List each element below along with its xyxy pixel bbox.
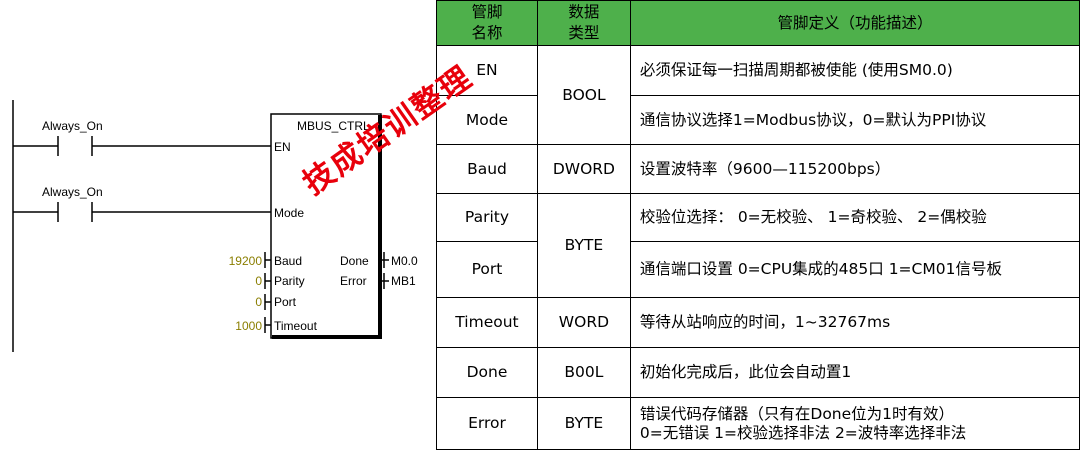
- table-row: Baud DWORD 设置波特率（9600—115200bps）: [436, 144, 1080, 194]
- pin-cell: Done: [436, 347, 538, 398]
- table-row: Error BYTE 错误代码存储器（只有在Done位为1时有效） 0=无错误 …: [436, 397, 1080, 450]
- port-value[interactable]: 0: [255, 295, 262, 309]
- table-row: Port 通信端口设置 0=CPU集成的485口 1=CM01信号板: [436, 241, 1080, 298]
- baud-value[interactable]: 19200: [229, 254, 263, 268]
- type-cell: BYTE: [536, 193, 631, 298]
- pin-definition-table: 管脚 名称 数据 类型 管脚定义（功能描述） EN BOOL 必须保证每一扫描周…: [436, 0, 1080, 450]
- pin-error: Error: [340, 274, 367, 288]
- pin-cell: Error: [436, 397, 538, 450]
- contact-label: Always_On: [42, 119, 103, 133]
- timeout-value[interactable]: 1000: [235, 319, 262, 333]
- table-row: Parity BYTE 校验位选择： 0=无校验、 1=奇校验、 2=偶校验: [436, 193, 1080, 298]
- pin-cell: Baud: [436, 144, 538, 194]
- pin-port: Port: [274, 295, 297, 309]
- done-output[interactable]: M0.0: [391, 254, 418, 268]
- type-cell: BOOL: [536, 45, 631, 145]
- contact-label: Always_On: [42, 185, 103, 199]
- table-row: Timeout WORD 等待从站响应的时间，1~32767ms: [436, 297, 1080, 348]
- pin-cell: Parity: [436, 193, 538, 242]
- header-description: 管脚定义（功能描述）: [629, 0, 1080, 46]
- type-cell: DWORD: [536, 144, 631, 194]
- pin-en: EN: [274, 140, 291, 154]
- ladder-diagram: Always_On Always_On MBUS_CTRL EN Mode Ba…: [12, 100, 418, 352]
- desc-cell: 校验位选择： 0=无校验、 1=奇校验、 2=偶校验: [629, 193, 1080, 242]
- pin-cell: Timeout: [436, 297, 538, 348]
- desc-cell: 等待从站响应的时间，1~32767ms: [629, 297, 1080, 348]
- pin-mode: Mode: [274, 206, 304, 220]
- mbus-ctrl-block[interactable]: MBUS_CTRL EN Mode Baud Parity Port Timeo…: [270, 113, 382, 339]
- table-row: Done B00L 初始化完成后，此位会自动置1: [436, 347, 1080, 398]
- header-pin-name: 管脚 名称: [436, 0, 538, 46]
- contact-always-on-1[interactable]: [13, 136, 271, 156]
- type-cell: WORD: [536, 297, 631, 348]
- parity-value[interactable]: 0: [255, 274, 262, 288]
- error-output[interactable]: MB1: [391, 274, 416, 288]
- table-row: Mode 通信协议选择1=Modbus协议，0=默认为PPI协议: [436, 95, 1080, 145]
- pin-done: Done: [340, 254, 369, 268]
- pin-cell: EN: [436, 45, 538, 96]
- desc-cell: 通信协议选择1=Modbus协议，0=默认为PPI协议: [629, 95, 1080, 145]
- type-cell: B00L: [536, 347, 631, 398]
- pin-cell: Port: [436, 241, 538, 298]
- desc-cell: 错误代码存储器（只有在Done位为1时有效） 0=无错误 1=校验选择非法 2=…: [629, 397, 1080, 450]
- type-cell: BYTE: [536, 397, 631, 450]
- header-data-type: 数据 类型: [536, 0, 631, 46]
- pin-cell: Mode: [436, 95, 538, 145]
- pin-baud: Baud: [274, 254, 302, 268]
- table-header-row: 管脚 名称 数据 类型 管脚定义（功能描述）: [436, 0, 1080, 46]
- block-title: MBUS_CTRL: [297, 119, 370, 133]
- pin-timeout: Timeout: [274, 319, 318, 333]
- table-row: EN BOOL 必须保证每一扫描周期都被使能 (使用SM0.0): [436, 45, 1080, 145]
- pin-parity: Parity: [274, 274, 305, 288]
- desc-cell: 初始化完成后，此位会自动置1: [629, 347, 1080, 398]
- desc-cell: 通信端口设置 0=CPU集成的485口 1=CM01信号板: [629, 241, 1080, 298]
- desc-cell: 设置波特率（9600—115200bps）: [629, 144, 1080, 194]
- contact-always-on-2[interactable]: [13, 202, 271, 222]
- desc-cell: 必须保证每一扫描周期都被使能 (使用SM0.0): [629, 45, 1080, 96]
